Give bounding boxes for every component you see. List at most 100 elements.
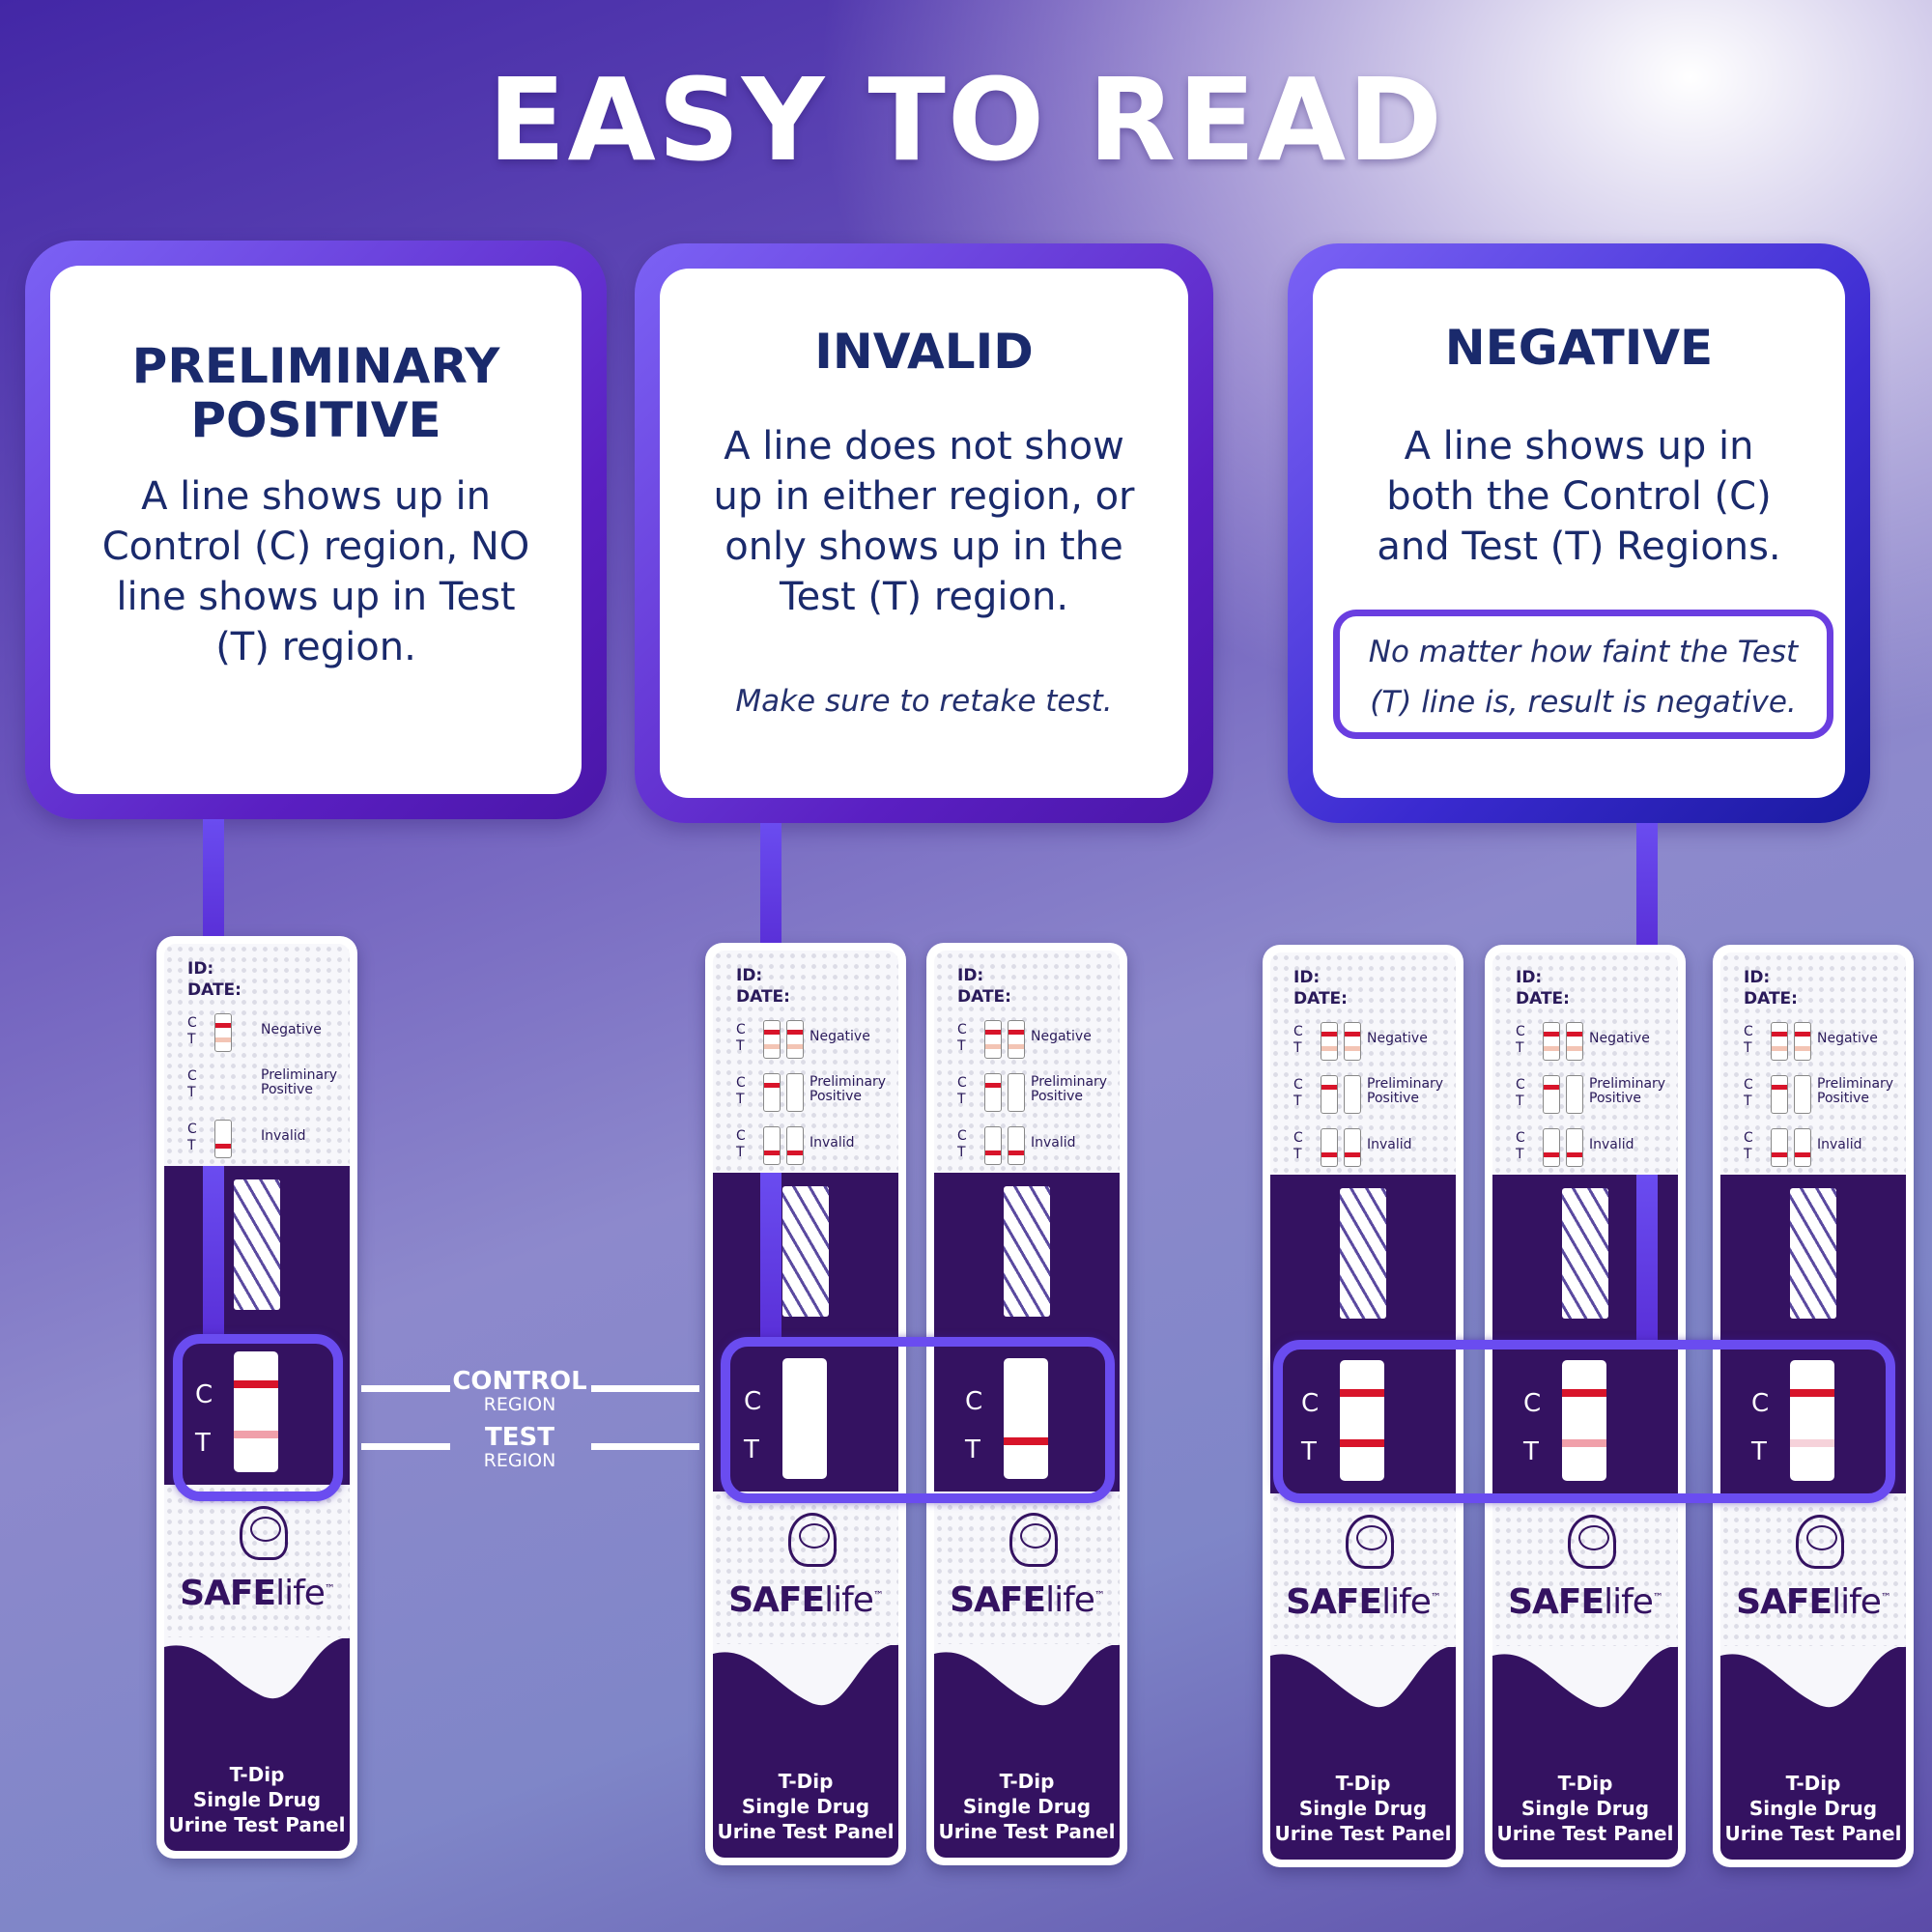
t-mark: T <box>1516 1040 1524 1056</box>
t-mark: T <box>187 1032 196 1047</box>
c-region-label: C <box>744 1387 762 1416</box>
brand-light: life <box>1045 1580 1095 1620</box>
legend-label: Negative <box>1367 1031 1428 1046</box>
legend-strip-icon <box>1566 1128 1583 1167</box>
c-mark: C <box>1293 1130 1303 1146</box>
legend-label: Invalid <box>1367 1137 1412 1152</box>
legend-label: Preliminary Positive <box>1367 1076 1444 1106</box>
t-line <box>1009 1044 1024 1049</box>
control-pointer-line <box>591 1385 699 1392</box>
sample-pad <box>1340 1188 1386 1319</box>
brand-bold: SAFE <box>1508 1582 1605 1622</box>
t-region-label: T <box>1751 1437 1767 1466</box>
c-line <box>1772 1032 1787 1037</box>
c-mark: C <box>1293 1077 1303 1093</box>
c-line <box>985 1083 1001 1088</box>
t-line <box>215 1144 231 1149</box>
legend-strip-icon <box>984 1020 1002 1059</box>
legend-strip-icon <box>214 1120 232 1158</box>
product-line: T-Dip <box>1557 1772 1613 1795</box>
card-negative: NEGATIVE A line shows up in both the Con… <box>1288 243 1870 823</box>
legend-strip-icon <box>1566 1075 1583 1114</box>
id-label: ID: <box>736 966 763 985</box>
brand-light: life <box>1381 1582 1432 1622</box>
t-line <box>1345 1046 1360 1051</box>
c-line <box>1567 1032 1582 1037</box>
result-window <box>1004 1358 1048 1479</box>
card-body: A line does not show up in either region… <box>660 421 1188 622</box>
body-line: Control (C) region, NO <box>101 525 530 569</box>
sample-pad <box>234 1179 280 1310</box>
t-line <box>1795 1046 1810 1051</box>
t-region-label: T <box>965 1435 980 1464</box>
t-line <box>787 1151 803 1155</box>
product-line: Single Drug <box>1298 1797 1428 1820</box>
t-line <box>985 1044 1001 1049</box>
brand-name: SAFElife™ <box>164 1574 350 1613</box>
brain-logo-icon <box>1346 1515 1394 1569</box>
note-line: No matter how faint the Test <box>1368 635 1799 669</box>
result-window <box>1790 1360 1834 1481</box>
trademark: ™ <box>1880 1591 1891 1604</box>
legend-strip-icon <box>1794 1128 1811 1167</box>
brain-logo-icon <box>1568 1515 1616 1569</box>
t-mark: T <box>736 1038 745 1054</box>
brand-name: SAFElife™ <box>1270 1582 1456 1622</box>
brand-light: life <box>275 1574 326 1613</box>
brand-area: SAFElife™ <box>713 1492 898 1665</box>
c-line <box>1321 1032 1337 1037</box>
t-mark: T <box>736 1092 745 1107</box>
c-mark: C <box>187 1015 197 1031</box>
c-mark: C <box>1293 1024 1303 1039</box>
t-line <box>1321 1046 1337 1051</box>
legend-label: Invalid <box>1031 1135 1076 1151</box>
control-line <box>1562 1389 1606 1397</box>
date-label: DATE: <box>736 987 790 1007</box>
result-window <box>234 1351 278 1472</box>
test-line <box>1340 1439 1384 1447</box>
c-line <box>764 1030 780 1035</box>
t-line <box>1772 1046 1787 1051</box>
legend-strip-icon <box>1543 1075 1560 1114</box>
legend-strip-icon <box>786 1020 804 1059</box>
control-region-label: CONTROL REGION <box>442 1368 597 1414</box>
result-window <box>1340 1360 1384 1481</box>
c-mark: C <box>957 1022 967 1037</box>
legend-strip-icon <box>1543 1128 1560 1167</box>
control-label: CONTROL <box>452 1367 587 1396</box>
legend-label: Preliminary Positive <box>1817 1076 1894 1106</box>
c-region-label: C <box>1751 1389 1770 1418</box>
date-label: DATE: <box>1744 989 1798 1009</box>
t-line <box>1772 1152 1787 1157</box>
brand-area: SAFElife™ <box>164 1485 350 1659</box>
test-label: TEST <box>485 1423 554 1452</box>
wave-shape <box>1720 1646 1906 1708</box>
t-line <box>1544 1152 1559 1157</box>
legend-strip-icon <box>786 1126 804 1165</box>
c-line <box>764 1083 780 1088</box>
date-label: DATE: <box>957 987 1011 1007</box>
c-line <box>1772 1085 1787 1090</box>
c-mark: C <box>736 1075 746 1091</box>
note-box: No matter how faint the Test (T) line is… <box>1333 610 1833 739</box>
c-mark: C <box>1516 1024 1525 1039</box>
card-title: PRELIMINARY POSITIVE <box>50 339 582 447</box>
control-line <box>1340 1389 1384 1397</box>
